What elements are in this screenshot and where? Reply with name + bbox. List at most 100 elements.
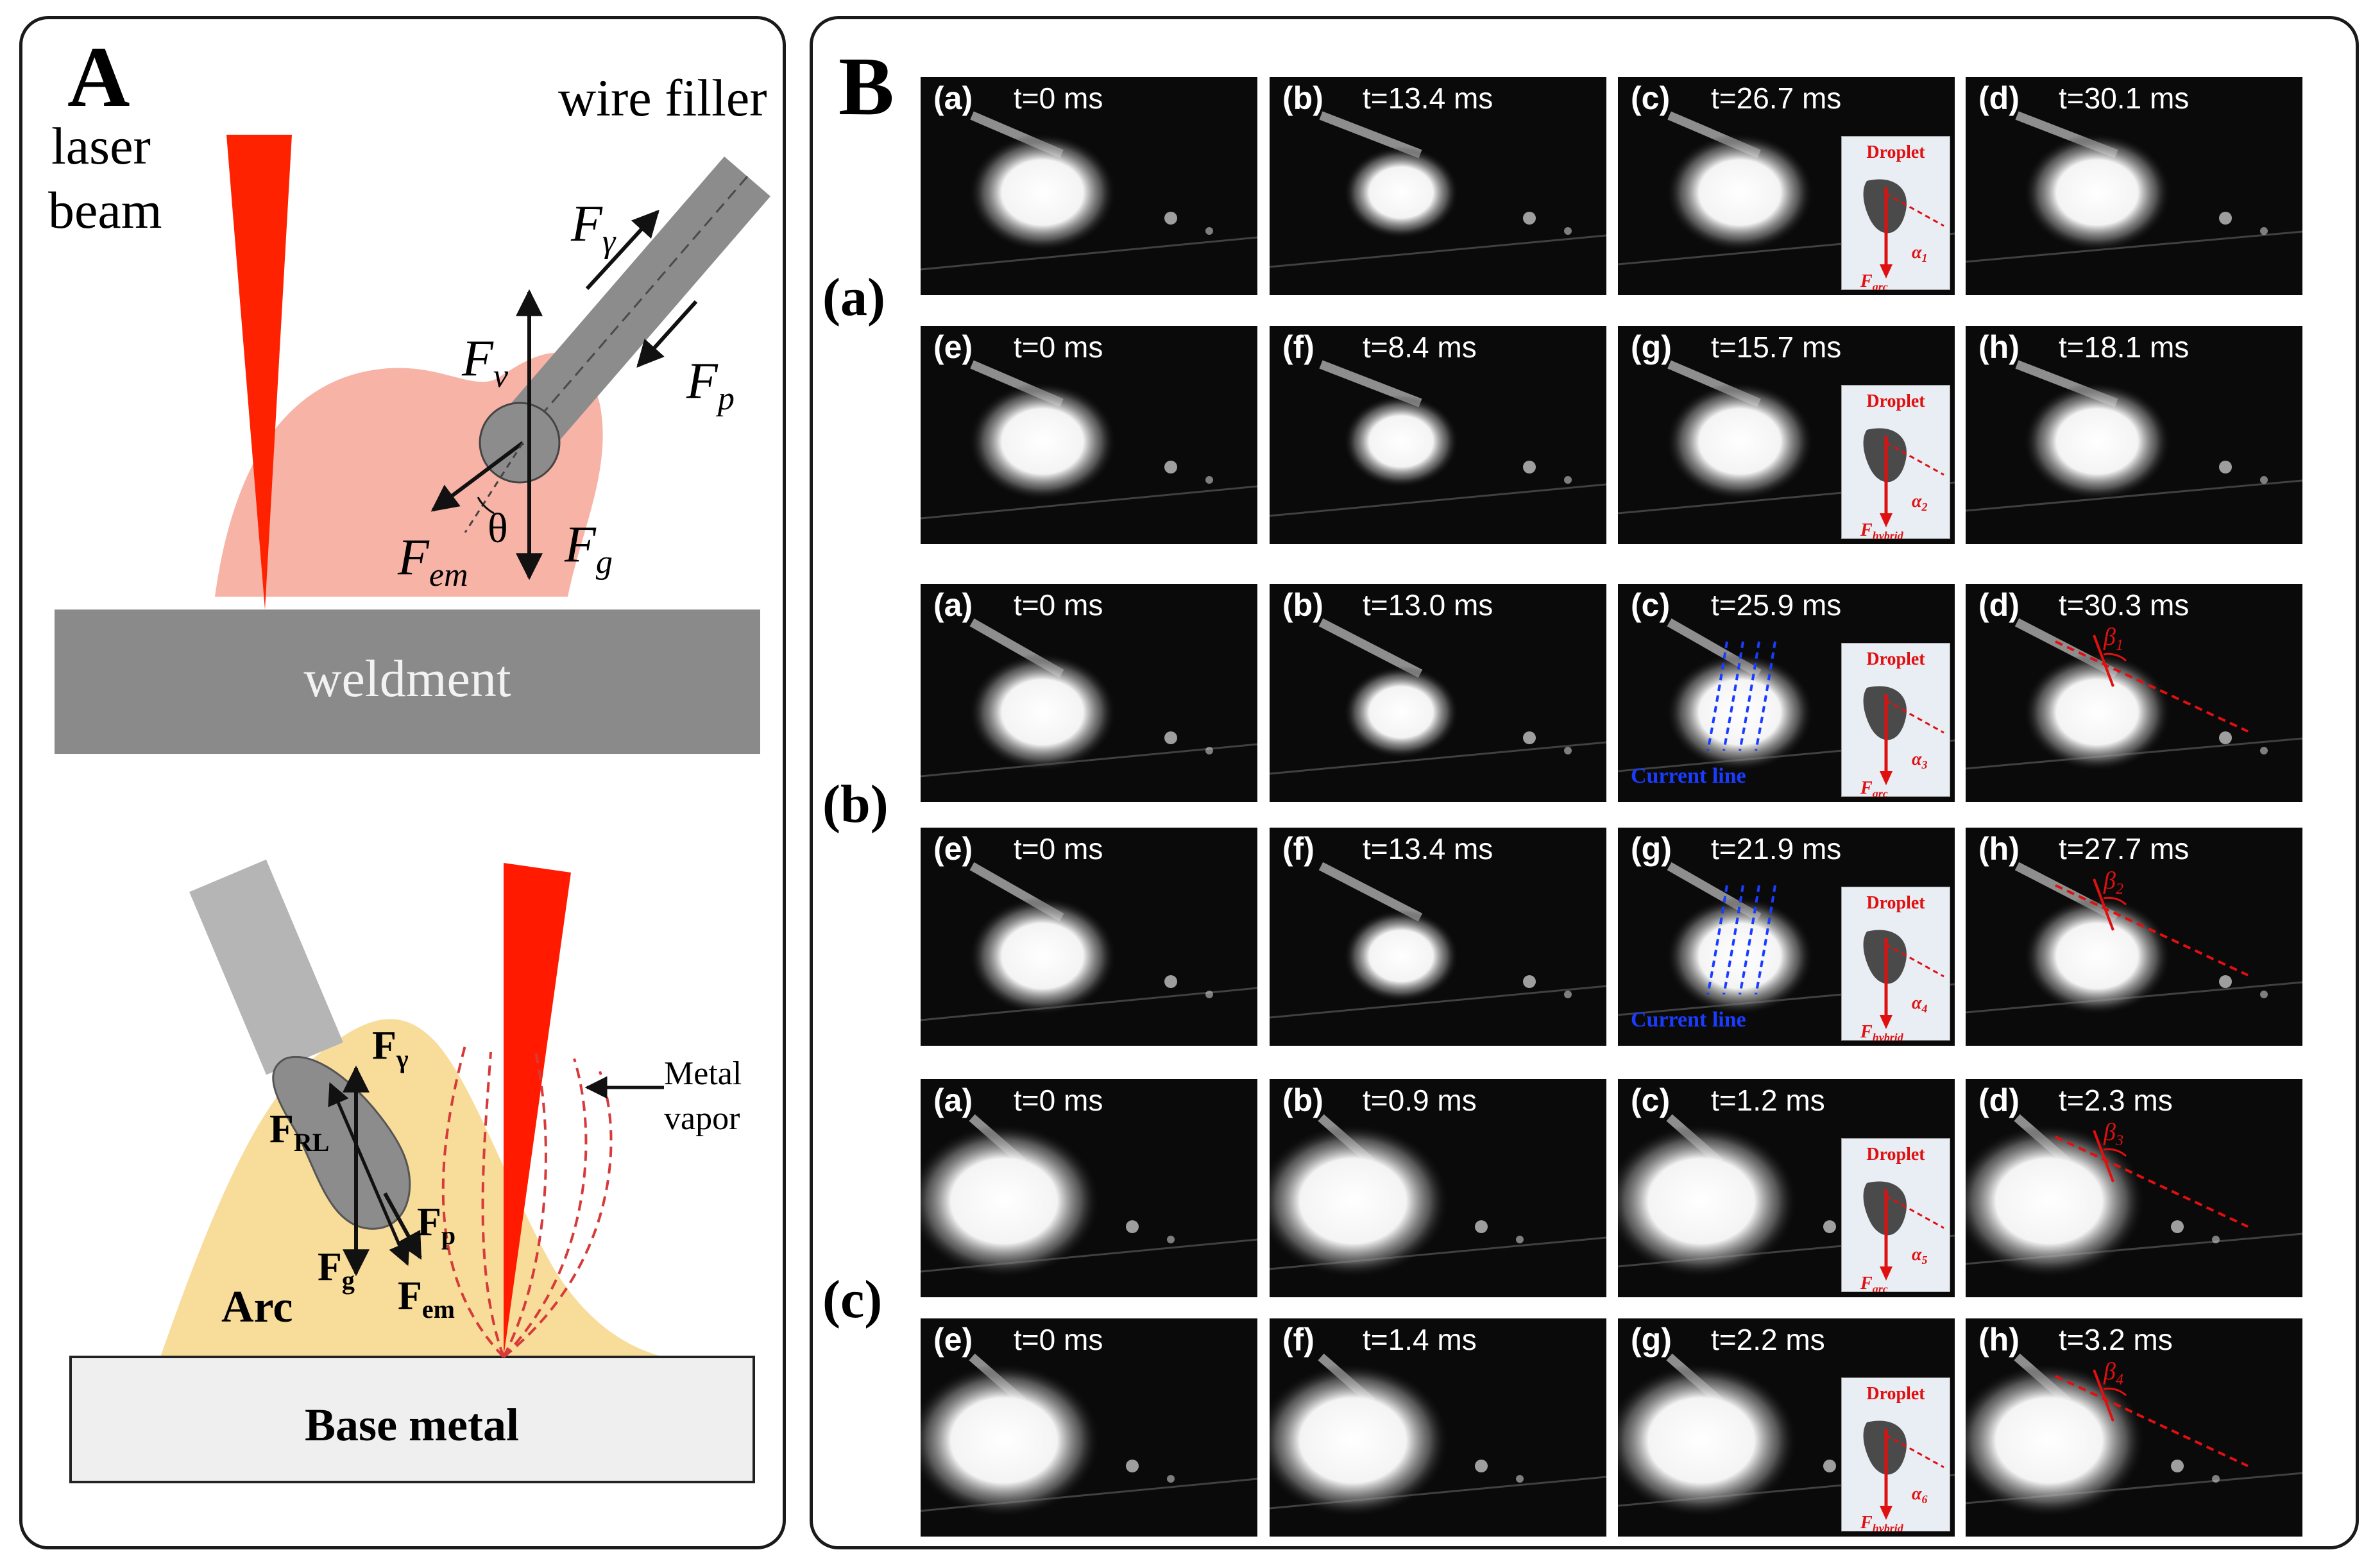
frame-time: t=2.3 ms (2059, 1084, 2173, 1117)
beta-label: β1 (2103, 624, 2123, 654)
inset-angle: α6 (1912, 1484, 1928, 1506)
inset-angle-line (1885, 699, 1944, 734)
frame-scene (921, 1318, 1257, 1537)
current-line-label: Current line (1631, 764, 1746, 788)
f-p-label-bottom: Fp (417, 1200, 455, 1250)
frame-tag: (a) (933, 587, 973, 623)
panel-a: A weldment laser beam wire filler Fγ Fv … (19, 16, 786, 1549)
inset-title: Droplet (1866, 391, 1925, 411)
weldment-block (55, 609, 760, 754)
group-label-0: (a) (822, 268, 885, 327)
metal-vapor-label-1: Metal (664, 1055, 742, 1092)
frame-scene (1270, 326, 1606, 544)
inset-force-arrowhead (1880, 1506, 1892, 1520)
frame-time: t=13.0 ms (1363, 588, 1493, 622)
inset-title: Droplet (1866, 1384, 1925, 1404)
frame-scene (1966, 828, 2302, 1046)
f-p-arrow (636, 300, 698, 368)
laser-beam (226, 135, 292, 609)
theta-label: θ (488, 505, 508, 552)
frame-tag: (b) (1282, 80, 1323, 116)
frame-time: t=26.7 ms (1711, 81, 1842, 115)
frame-time: t=25.9 ms (1711, 588, 1842, 622)
base-metal-block (69, 1356, 755, 1483)
high-speed-frame: (f)t=13.4 ms (1270, 828, 1606, 1046)
inset-title: Droplet (1866, 649, 1925, 669)
frame-tag: (g) (1631, 1322, 1672, 1358)
frame-tag: (e) (933, 1322, 973, 1358)
frame-time: t=30.3 ms (2059, 588, 2190, 622)
laser-wire-schematic: weldment laser beam wire filler Fγ Fv Fp… (48, 69, 770, 754)
high-speed-frame: (b) t=13.0 ms (1270, 584, 1606, 802)
frame-tag: (b) (1282, 587, 1323, 623)
frame-scene (1966, 326, 2302, 544)
inset-angle: α2 (1912, 491, 1928, 513)
beta-label: β2 (2103, 867, 2123, 898)
f-p-arrow-bottom (383, 1192, 422, 1260)
arc-label: Arc (221, 1283, 293, 1332)
f-g-label-bottom: Fg (318, 1245, 355, 1295)
beta-angle-annotation: β2 (2055, 867, 2249, 976)
frame-time: t=27.7 ms (2059, 832, 2190, 865)
frame-tag: (h) (1978, 831, 2020, 867)
beta-label: β3 (2103, 1119, 2123, 1149)
inset-title: Droplet (1866, 142, 1925, 162)
inset-force: Fhybrid (1860, 1022, 1904, 1041)
laser-label-line1: laser (51, 117, 151, 175)
f-v-label: Fv (461, 330, 509, 395)
high-speed-frame: (b)t=0.9 ms (1270, 1079, 1606, 1297)
high-speed-frame: (a)t=0 ms (921, 584, 1257, 802)
frame-time: t=0 ms (1014, 1084, 1103, 1117)
f-em-label-bottom: Fem (398, 1274, 455, 1324)
frame-time: t=15.7 ms (1711, 330, 1842, 364)
beta-label: β4 (2103, 1358, 2123, 1388)
high-speed-frame: (h)t=18.1 ms (1966, 326, 2302, 544)
frame-tag: (h) (1978, 329, 2020, 365)
panel-b-letter: B (838, 40, 894, 133)
inset-force: Fhybrid (1860, 520, 1904, 539)
inset-force-arrowhead (1880, 513, 1892, 527)
frame-scene (1966, 1079, 2302, 1297)
frame-time: t=0 ms (1014, 1323, 1103, 1356)
frame-tag: (c) (1631, 587, 1671, 623)
current-line-annotation: Current line (1631, 885, 1776, 1032)
panel-a-letter: A (67, 30, 130, 125)
laser-label-line2: beam (48, 181, 162, 239)
frame-scene (1270, 77, 1606, 295)
frame-tag: (e) (933, 831, 973, 867)
frame-tag: (c) (1631, 1082, 1671, 1118)
panel-b: B (a) (a) t=0 ms (b) t=13.4 ms (c) t=26.7 ms Dr… (810, 16, 2359, 1549)
wire-filler-bottom (189, 859, 343, 1075)
inset-angle-line (1885, 441, 1944, 476)
frame-scene (1618, 1318, 1955, 1537)
inset-angle-line (1885, 1195, 1944, 1229)
high-speed-frame: (a) t=0 ms (921, 1079, 1257, 1297)
frame-tag: (e) (933, 329, 973, 365)
f-rl-label: FRL (269, 1107, 329, 1157)
frame-time: t=8.4 ms (1363, 330, 1477, 364)
f-gamma-label: Fγ (570, 196, 617, 260)
high-speed-frame: (a)t=0 ms (921, 77, 1257, 295)
frame-scene (921, 584, 1257, 802)
frame-tag: (f) (1282, 329, 1314, 365)
frame-time: t=13.4 ms (1363, 832, 1493, 865)
frame-tag: (d) (1978, 587, 2020, 623)
theta-arc (477, 497, 495, 515)
frame-time: t=0 ms (1014, 832, 1103, 865)
metal-vapor-lines (441, 1045, 613, 1358)
arc-droplet-schematic: Base metal Metal vapor Fγ FRL Fp Fg Fem (69, 859, 755, 1483)
beta-angle-annotation: β4 (2055, 1358, 2249, 1467)
metal-vapor-label-2: vapor (664, 1100, 740, 1137)
beta-angle-annotation: β1 (2055, 624, 2249, 733)
inset-angle-line (1885, 943, 1944, 978)
frame-tag: (a) (933, 1082, 973, 1118)
frame-time: t=13.4 ms (1363, 81, 1493, 115)
